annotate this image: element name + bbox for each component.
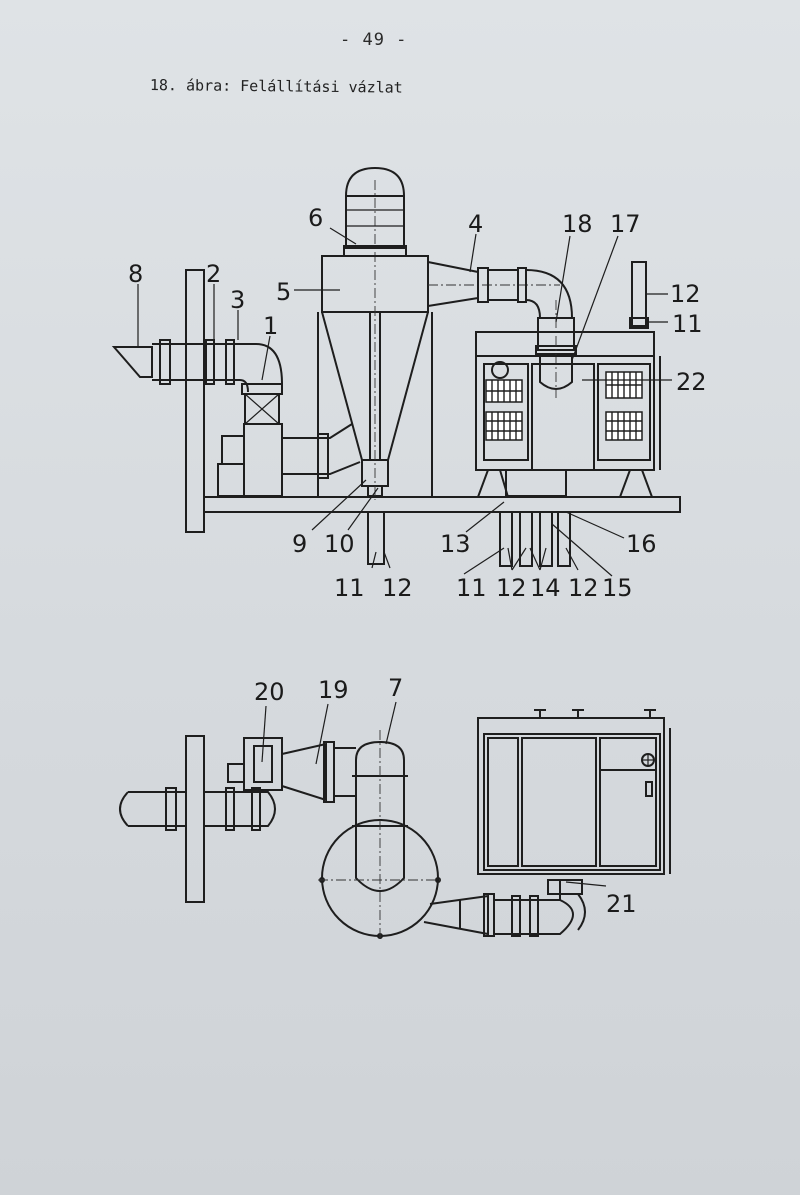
filter-unit-plan [477, 717, 665, 875]
label-3: 3 [230, 286, 245, 314]
label-22: 22 [676, 368, 707, 396]
label-12-b: 12 [496, 574, 527, 602]
wall-section [185, 269, 205, 533]
label-11-a: 11 [334, 574, 365, 602]
base-platform [203, 496, 681, 513]
diffuser-19 [281, 742, 327, 802]
label-8: 8 [128, 260, 143, 288]
label-6: 6 [308, 204, 323, 232]
label-17: 17 [610, 210, 641, 238]
label-11-b: 11 [456, 574, 487, 602]
label-7: 7 [388, 674, 403, 702]
label-20: 20 [254, 678, 285, 706]
label-1: 1 [263, 312, 278, 340]
label-19: 19 [318, 676, 349, 704]
transfer-duct [282, 423, 361, 475]
side-elevation-drawing [111, 166, 681, 567]
label-16: 16 [626, 530, 657, 558]
label-21: 21 [606, 890, 637, 918]
label-9: 9 [292, 530, 307, 558]
wall-plan [185, 735, 205, 903]
page-number: - 49 - [340, 30, 408, 50]
label-15: 15 [602, 574, 633, 602]
exhaust-stack [345, 195, 405, 249]
label-12-c: 12 [568, 574, 599, 602]
leader-lines-top [137, 227, 672, 577]
part-labels: 8 2 3 1 5 6 4 18 17 12 11 22 9 10 13 16 … [128, 204, 707, 918]
elbow-18 [525, 269, 573, 319]
cyclone-plan [355, 740, 405, 892]
label-4: 4 [468, 210, 483, 238]
fan-motor [221, 435, 245, 465]
fan-housing [243, 423, 283, 497]
plan-view-drawing [119, 709, 671, 940]
label-12-top: 12 [670, 280, 701, 308]
label-10: 10 [324, 530, 355, 558]
label-2: 2 [206, 260, 221, 288]
leader-lines-plan [261, 701, 607, 887]
cyclone-cone [321, 311, 429, 461]
label-18: 18 [562, 210, 593, 238]
label-5: 5 [276, 278, 291, 306]
inlet-hood [111, 346, 153, 378]
label-12-a: 12 [382, 574, 413, 602]
label-13: 13 [440, 530, 471, 558]
label-14: 14 [530, 574, 561, 602]
label-11-top: 11 [672, 310, 703, 338]
